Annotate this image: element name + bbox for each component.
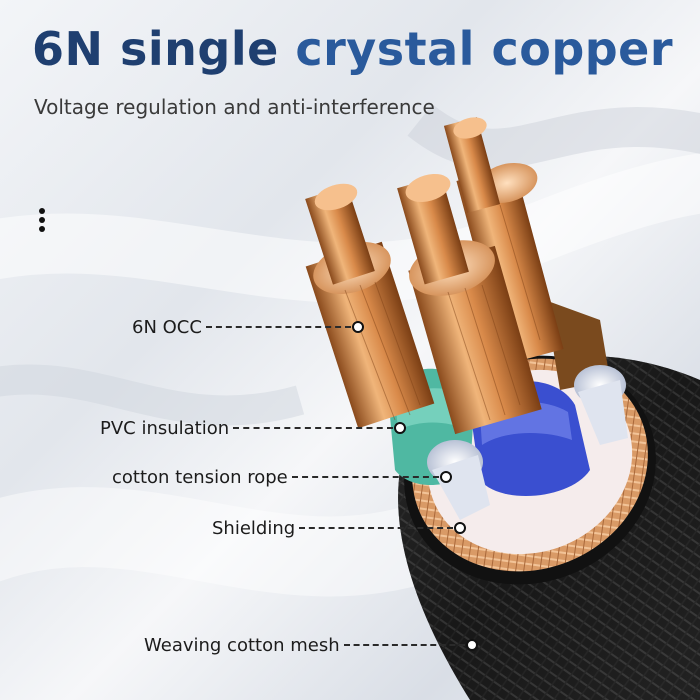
callout-label: Weaving cotton mesh: [144, 634, 340, 656]
leader-line: [291, 476, 439, 478]
pin-marker: [454, 522, 466, 534]
title-part-2: crystal copper: [295, 22, 674, 76]
callout-label: cotton tension rope: [112, 466, 288, 488]
pin-marker: [440, 471, 452, 483]
title-part-1: 6N single: [32, 22, 279, 76]
callout-label: 6N OCC: [132, 316, 202, 338]
leader-line: [233, 427, 393, 429]
pin-marker: [466, 639, 478, 651]
callout-6n-occ: 6N OCC: [132, 314, 364, 340]
leader-line: [343, 644, 465, 646]
pin-marker: [394, 422, 406, 434]
pin-marker: [352, 321, 364, 333]
callout-cotton-tension-rope: cotton tension rope: [112, 464, 452, 490]
more-options-icon[interactable]: [36, 208, 48, 238]
leader-line: [299, 527, 453, 529]
leader-line: [205, 326, 351, 328]
callout-label: PVC insulation: [100, 417, 230, 439]
page-title: 6N single crystal copper: [32, 26, 673, 72]
callout-label: Shielding: [212, 517, 296, 539]
callout-shielding: Shielding: [212, 515, 466, 541]
callout-weaving-cotton-mesh: Weaving cotton mesh: [144, 632, 478, 658]
callout-pvc-insulation: PVC insulation: [100, 415, 406, 441]
subtitle: Voltage regulation and anti-interference: [34, 95, 435, 119]
